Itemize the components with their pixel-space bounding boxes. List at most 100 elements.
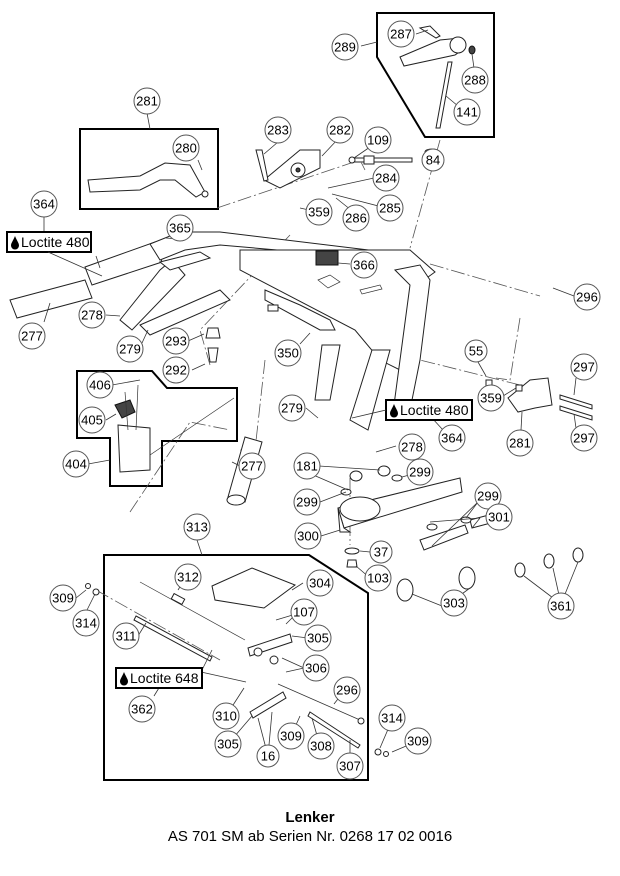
callout-number: 296 <box>336 683 358 698</box>
callout-bubble <box>162 327 190 355</box>
callout-number: 307 <box>339 759 361 774</box>
callout-281: 281 <box>133 87 161 115</box>
callout-404: 404 <box>62 450 90 478</box>
drop-icon <box>390 404 398 418</box>
callout-number: 277 <box>21 329 43 344</box>
callout-bubble <box>440 589 468 617</box>
callout-number: 278 <box>401 440 423 455</box>
callout-bubble <box>293 452 321 480</box>
callout-bubble <box>162 356 190 384</box>
callout-bubble <box>570 424 598 452</box>
callout-number: 312 <box>177 570 199 585</box>
callout-number: 16 <box>261 749 275 764</box>
part-handlebar-right <box>314 264 431 431</box>
callout-number: 281 <box>509 436 531 451</box>
callout-364: 364 <box>438 424 466 452</box>
part-314-right <box>374 748 382 756</box>
callout-bubble <box>264 116 292 144</box>
part-311-rod <box>133 615 213 662</box>
callout-286: 286 <box>342 204 370 232</box>
callout-number: 308 <box>310 739 332 754</box>
callout-bubble <box>277 722 305 750</box>
callout-number: 364 <box>441 431 463 446</box>
svg-text:Loctite 480: Loctite 480 <box>400 402 469 418</box>
callout-bubble <box>453 98 481 126</box>
part-109-cable-end <box>348 155 413 165</box>
part-293-292-knob <box>139 289 231 363</box>
callout-number: 279 <box>119 342 141 357</box>
callout-310: 310 <box>212 702 240 730</box>
callout-bubble <box>183 513 211 541</box>
callout-308: 308 <box>307 732 335 760</box>
callout-bubble <box>256 744 280 768</box>
callout-362: 362 <box>128 695 156 723</box>
callout-366: 366 <box>350 251 378 279</box>
callout-278: 278 <box>78 301 106 329</box>
callout-181: 181 <box>293 452 321 480</box>
callout-bubble <box>62 450 90 478</box>
callout-bubble <box>293 488 321 516</box>
exploded-parts-diagram: Loctite 480 Loctite 480 Loctite 648 2892… <box>6 12 601 781</box>
callout-number: 359 <box>308 205 330 220</box>
callout-bubble <box>274 339 302 367</box>
callout-bubble <box>174 563 202 591</box>
callout-282: 282 <box>326 116 354 144</box>
callout-278: 278 <box>398 433 426 461</box>
callout-bubble <box>398 433 426 461</box>
callout-277: 277 <box>238 452 266 480</box>
callout-314: 314 <box>378 704 406 732</box>
callout-number: 359 <box>480 391 502 406</box>
callout-bubble <box>369 540 393 564</box>
callout-284: 284 <box>372 164 400 192</box>
callout-bubble <box>342 204 370 232</box>
callout-number: 350 <box>277 346 299 361</box>
callout-number: 364 <box>33 197 55 212</box>
callout-305: 305 <box>304 624 332 652</box>
callout-304: 304 <box>306 569 334 597</box>
callout-bubble <box>378 704 406 732</box>
callout-bubble <box>387 20 415 48</box>
callout-number: 314 <box>75 616 97 631</box>
loctite-480-label-left: Loctite 480 <box>6 231 92 253</box>
callout-bubble <box>212 702 240 730</box>
callout-287: 287 <box>387 20 415 48</box>
callout-bubble <box>128 695 156 723</box>
assembly-frame-313 <box>103 554 369 781</box>
callout-307: 307 <box>336 752 364 780</box>
callout-103: 103 <box>364 564 392 592</box>
callout-280: 280 <box>172 134 200 162</box>
callout-number: 304 <box>309 576 331 591</box>
callout-number: 301 <box>488 510 510 525</box>
callout-number: 284 <box>375 171 397 186</box>
callout-bubble <box>86 371 114 399</box>
callout-number: 305 <box>217 737 239 752</box>
callout-bubble <box>294 522 322 550</box>
part-307-rod <box>307 711 361 749</box>
callout-bubble <box>421 148 445 172</box>
callout-bubble <box>172 134 200 162</box>
part-280-lever <box>87 162 209 198</box>
callout-314: 314 <box>72 609 100 637</box>
callout-bubble <box>326 116 354 144</box>
callout-bubble <box>166 214 194 242</box>
callout-number: 362 <box>131 702 153 717</box>
callout-37: 37 <box>369 540 393 564</box>
callout-359: 359 <box>305 198 333 226</box>
callout-number: 303 <box>443 596 465 611</box>
callout-number: 305 <box>307 631 329 646</box>
callout-number: 299 <box>477 489 499 504</box>
callout-bubble <box>78 406 106 434</box>
diagram-subtitle: AS 701 SM ab Serien Nr. 0268 17 02 0016 <box>167 828 453 845</box>
callout-109: 109 <box>364 126 392 154</box>
callout-bubble <box>18 322 46 350</box>
callout-number: 299 <box>296 495 318 510</box>
callout-bubble <box>506 429 534 457</box>
callout-number: 297 <box>573 360 595 375</box>
assembly-frame-281 <box>79 128 219 210</box>
callout-bubble <box>112 622 140 650</box>
callout-312: 312 <box>174 563 202 591</box>
callout-299: 299 <box>293 488 321 516</box>
callout-bubble <box>570 353 598 381</box>
callout-number: 103 <box>367 571 389 586</box>
callout-bubble <box>336 752 364 780</box>
